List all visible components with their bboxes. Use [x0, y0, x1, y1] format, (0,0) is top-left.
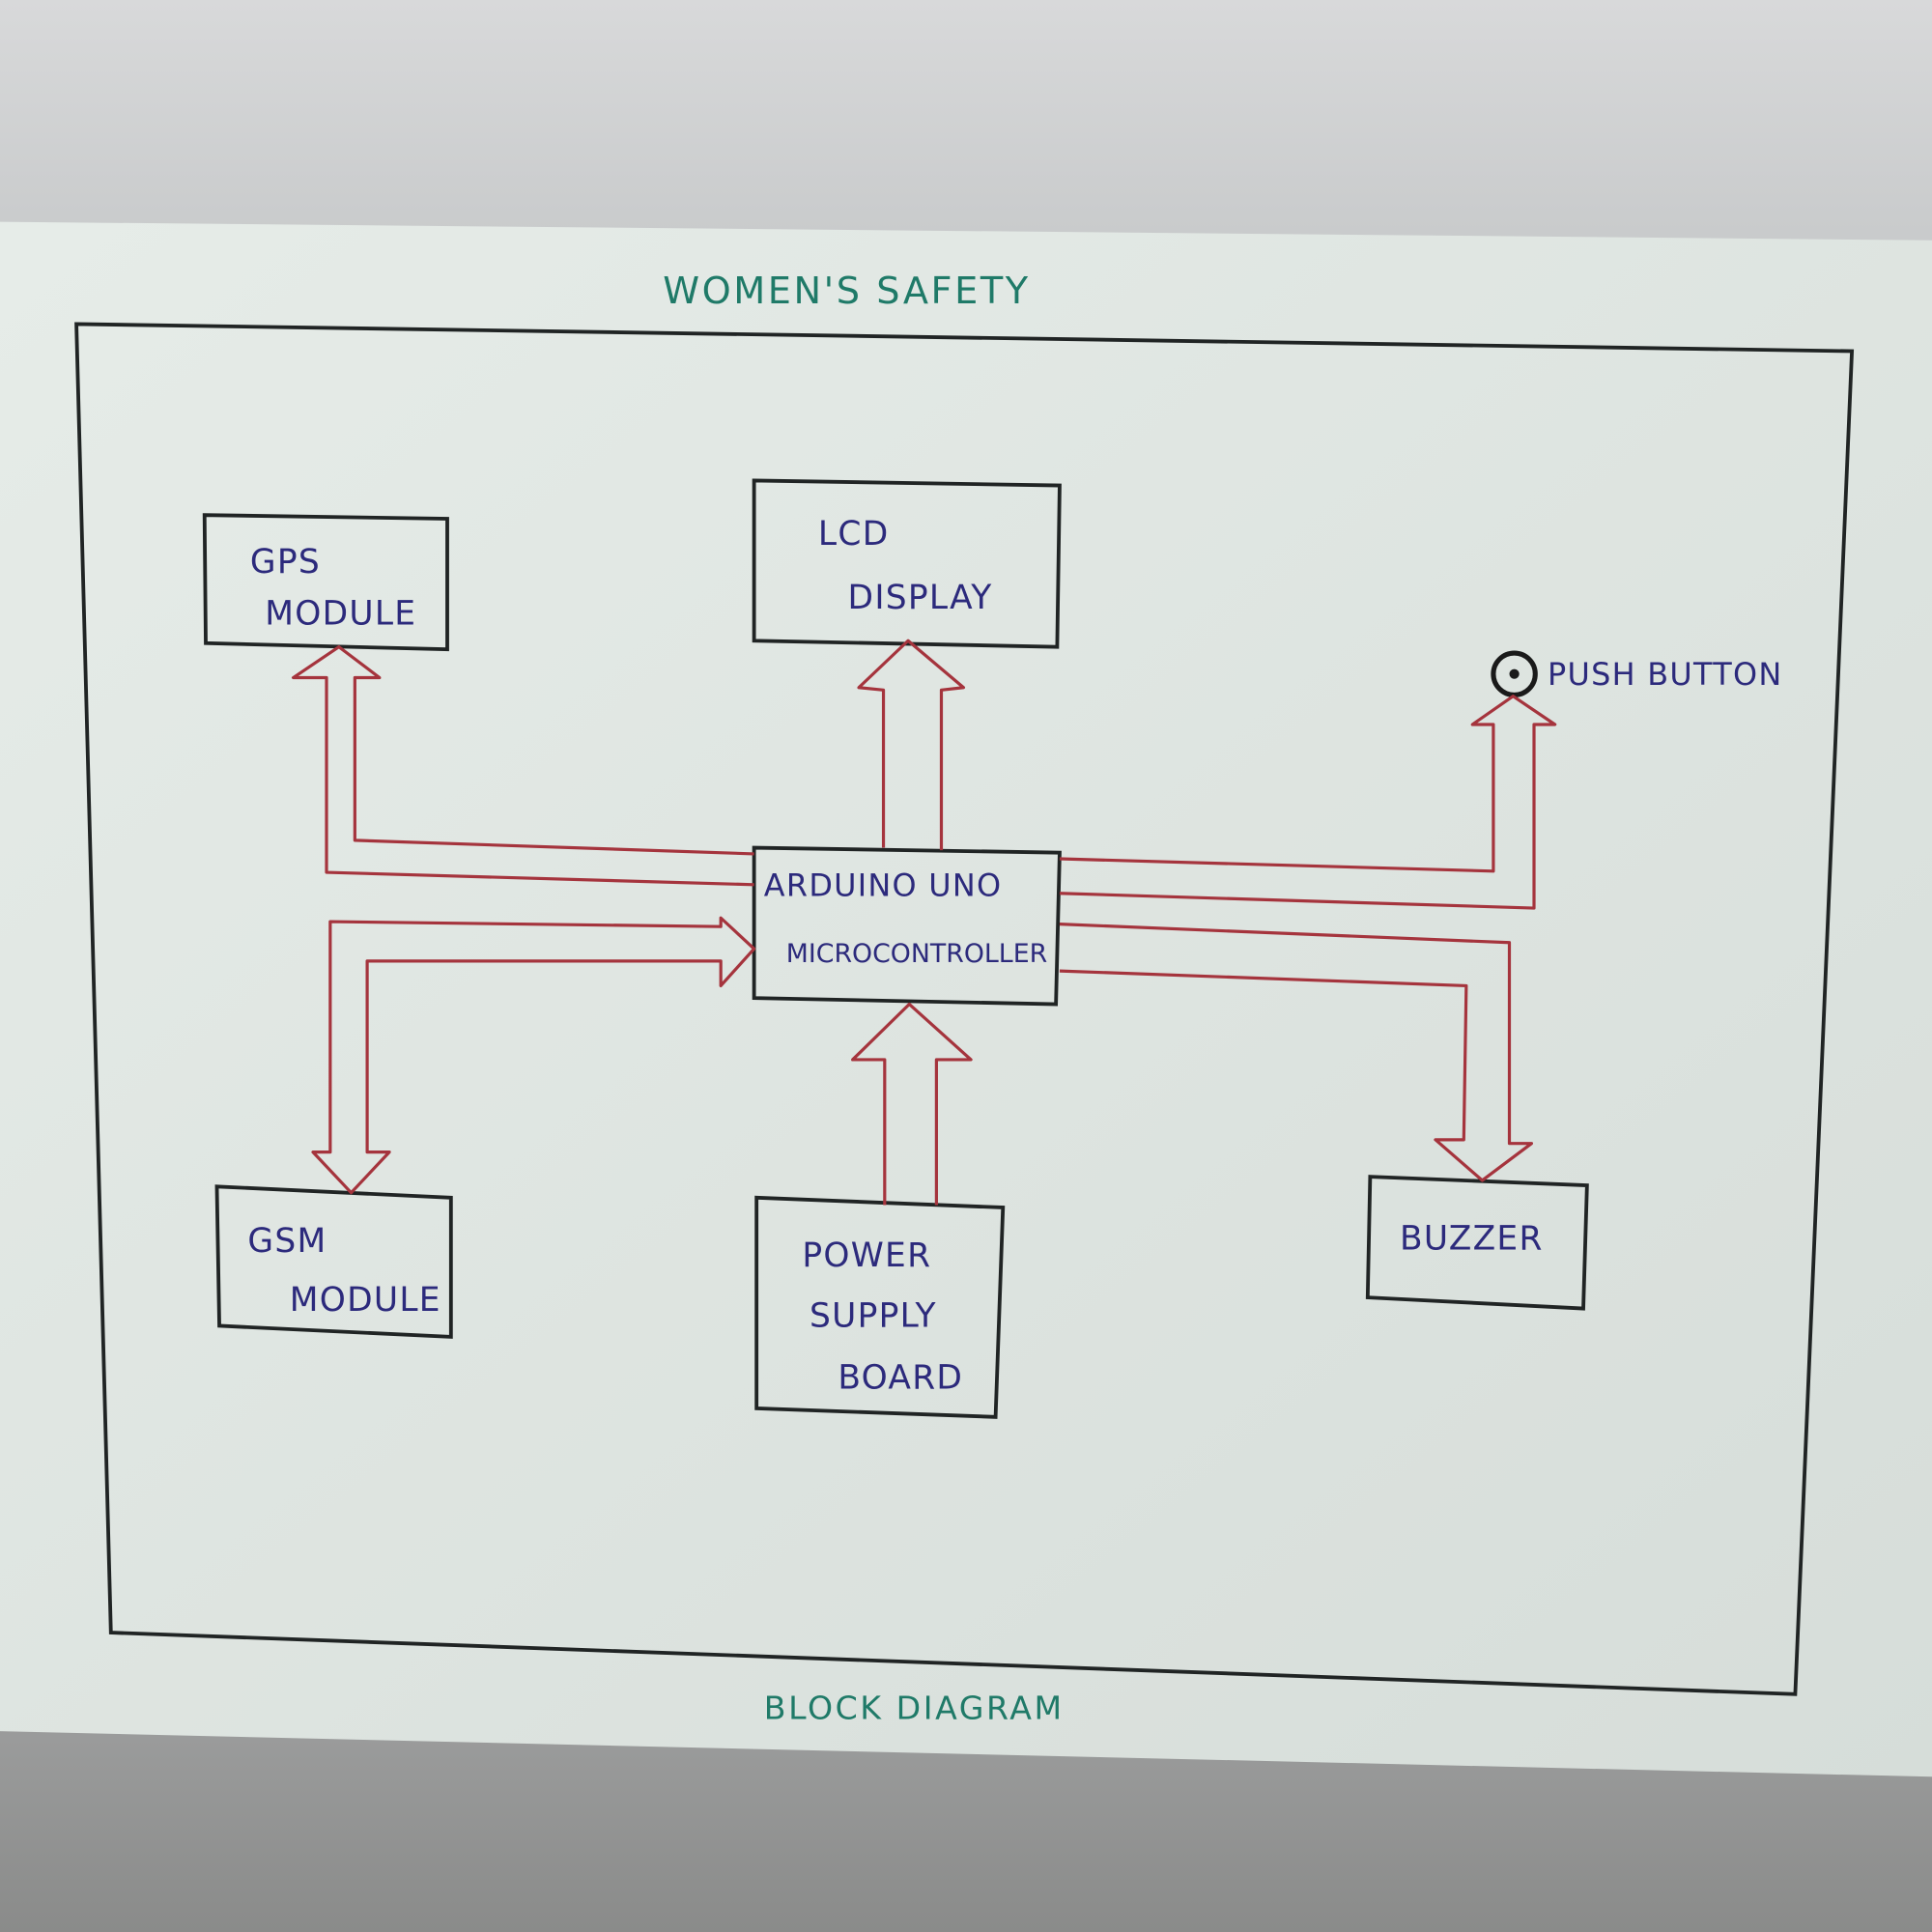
gsm-arduino-arrow — [311, 916, 756, 1195]
gsm-label-2: MODULE — [290, 1281, 441, 1320]
gsm-label-1: GSM — [247, 1222, 327, 1261]
paper-sheet — [0, 221, 1932, 1777]
power-label-3: BOARD — [838, 1358, 963, 1397]
power-supply-block: POWER SUPPLY BOARD — [754, 1195, 1006, 1419]
diagram-title: WOMEN'S SAFETY — [663, 270, 1030, 313]
arduino-lcd-arrow — [857, 639, 966, 851]
arduino-pushbutton-arrow — [1059, 695, 1557, 910]
power-label-2: SUPPLY — [810, 1297, 937, 1336]
push-button-label: PUSH BUTTON — [1548, 656, 1782, 693]
diagram-caption: BLOCK DIAGRAM — [764, 1689, 1065, 1726]
buzzer-block: BUZZER — [1365, 1175, 1589, 1311]
buzzer-label: BUZZER — [1400, 1219, 1544, 1258]
push-button-icon — [1491, 650, 1538, 697]
power-arduino-arrow — [851, 1002, 973, 1206]
lcd-display-block: LCD DISPLAY — [752, 478, 1062, 649]
lcd-label-1: LCD — [818, 515, 890, 554]
arduino-label-2: MICROCONTROLLER — [786, 939, 1047, 969]
push-button: PUSH BUTTON — [1491, 650, 1782, 697]
arduino-uno-block: ARDUINO UNO MICROCONTROLLER — [752, 845, 1062, 1007]
gps-label-1: GPS — [250, 543, 321, 582]
arduino-label-1: ARDUINO UNO — [764, 867, 1003, 903]
lcd-label-2: DISPLAY — [848, 579, 993, 617]
outer-frame — [74, 322, 1855, 1696]
power-label-1: POWER — [802, 1236, 931, 1275]
gsm-module-block: GSM MODULE — [214, 1184, 453, 1339]
gps-arduino-arrow — [291, 645, 754, 887]
gps-label-2: MODULE — [265, 595, 416, 634]
arduino-buzzer-arrow — [1059, 923, 1534, 1182]
gps-module-block: GPS MODULE — [202, 513, 449, 652]
